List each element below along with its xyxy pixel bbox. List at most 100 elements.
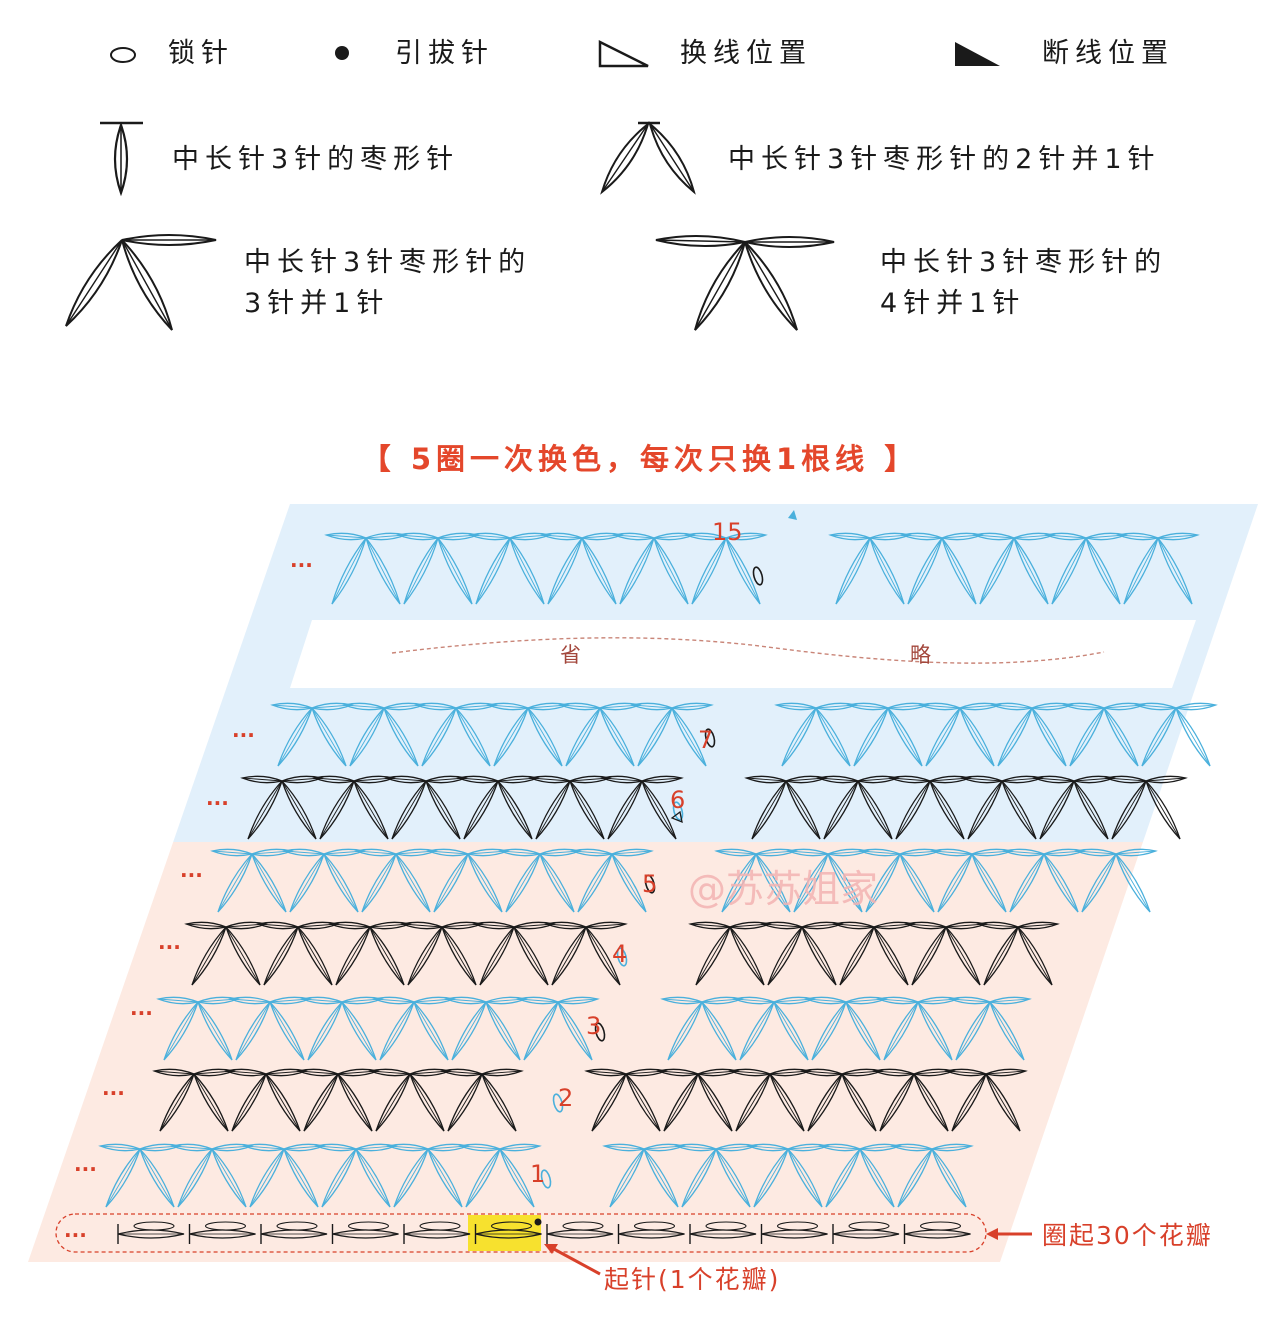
petal-center: [388, 1145, 429, 1150]
petal-center: [1081, 853, 1117, 913]
petal-center: [825, 1148, 861, 1208]
petal-group: [612, 532, 696, 605]
petal-center: [383, 707, 419, 767]
petal-center: [932, 850, 973, 855]
petal-center: [1085, 537, 1121, 605]
petal-center: [776, 704, 817, 709]
petal-center: [403, 537, 439, 605]
petal-center: [539, 853, 575, 913]
petal-group: [774, 702, 858, 767]
petal-center: [493, 707, 529, 767]
petal-center: [609, 1148, 645, 1208]
petal-group: [832, 921, 916, 986]
petal-center: [989, 1001, 1025, 1061]
petal-center: [601, 123, 649, 193]
petal-group: [1074, 848, 1158, 913]
legend-puff-3tog-label-1: 中长针3针枣形针的: [244, 247, 532, 278]
petal-center: [100, 1145, 141, 1150]
petal-center: [899, 853, 935, 913]
petal-center: [658, 1070, 699, 1075]
petal-group: [688, 921, 772, 986]
petal-center: [1031, 707, 1067, 767]
petal-center: [676, 1145, 717, 1150]
petal-center: [931, 1148, 967, 1208]
petal-center: [527, 707, 563, 767]
petal-center: [407, 926, 443, 986]
foundation-chain: [133, 1221, 175, 1231]
petal-center: [827, 853, 863, 913]
petal-center: [967, 780, 1003, 840]
petal-center: [349, 707, 385, 767]
petal-center: [442, 1070, 483, 1075]
petal-center: [523, 1001, 559, 1061]
foundation-petal: [188, 1221, 256, 1244]
chain-stitch: [644, 874, 656, 894]
petal-group: [828, 532, 912, 605]
petal-center: [460, 1145, 501, 1150]
petal-center: [547, 537, 583, 605]
start-arrow: [551, 1246, 601, 1276]
puff-icon: [100, 121, 143, 197]
petal-center: [729, 926, 765, 986]
petal-center: [139, 1148, 175, 1208]
petal-group: [342, 702, 426, 767]
petal-center: [481, 1073, 517, 1132]
petal-center: [1175, 707, 1211, 767]
petal-center: [465, 1148, 501, 1208]
petal-center: [211, 1148, 247, 1208]
chain-stitch: [752, 566, 764, 586]
petal-group: [314, 1143, 398, 1208]
petal-center: [341, 1001, 377, 1061]
petal-center: [694, 241, 746, 331]
petal-center: [369, 926, 405, 986]
petal-center: [853, 707, 889, 767]
petal-center: [971, 853, 1007, 913]
petal-center: [361, 853, 397, 913]
petal-center: [1103, 707, 1139, 767]
petal-center: [565, 707, 601, 767]
petal-center: [163, 1001, 199, 1061]
petal-center: [557, 998, 598, 1003]
petal-group: [1002, 848, 1086, 913]
start-slip-stitch: [534, 1218, 542, 1226]
petal-center: [499, 1145, 540, 1150]
petal-center: [865, 853, 901, 913]
petal-center: [172, 1145, 213, 1150]
legend-puff-4tog-label-1: 中长针3针枣形针的: [880, 247, 1168, 278]
foundation-arrowhead: [986, 1228, 998, 1240]
chart-labels: 123456715···························省略@苏…: [64, 518, 1211, 1294]
petal-center: [569, 780, 605, 840]
petal-group: [714, 848, 798, 913]
petal-center: [258, 923, 299, 928]
petal-center: [356, 850, 397, 855]
petal-center: [509, 537, 545, 605]
petal-center: [331, 537, 367, 605]
petal-center: [721, 853, 757, 913]
petal-group: [444, 996, 528, 1061]
petal-center: [697, 1073, 733, 1132]
petal-center: [1034, 777, 1075, 782]
omitted-label-left: 省: [560, 643, 581, 667]
foundation-petal: [689, 1221, 757, 1244]
petal-center: [1145, 780, 1181, 840]
petal-center: [985, 1070, 1026, 1075]
petal-group: [468, 532, 552, 605]
round-number-6: 6: [670, 786, 685, 814]
petal-center: [451, 1001, 487, 1061]
petal-center: [599, 707, 635, 767]
petal-center: [951, 1073, 987, 1132]
petal-center: [191, 926, 227, 986]
petal-center: [585, 923, 626, 928]
petal-center: [907, 537, 943, 605]
petal-center: [820, 1145, 861, 1150]
petal-center: [845, 1001, 881, 1061]
petal-group: [228, 996, 312, 1061]
petal-center: [470, 534, 511, 539]
petal-center: [395, 853, 431, 913]
petal-group: [948, 996, 1032, 1061]
petal-center: [355, 1148, 391, 1208]
petal-group: [400, 921, 484, 986]
petal-center: [725, 534, 766, 539]
petal-center: [546, 923, 587, 928]
